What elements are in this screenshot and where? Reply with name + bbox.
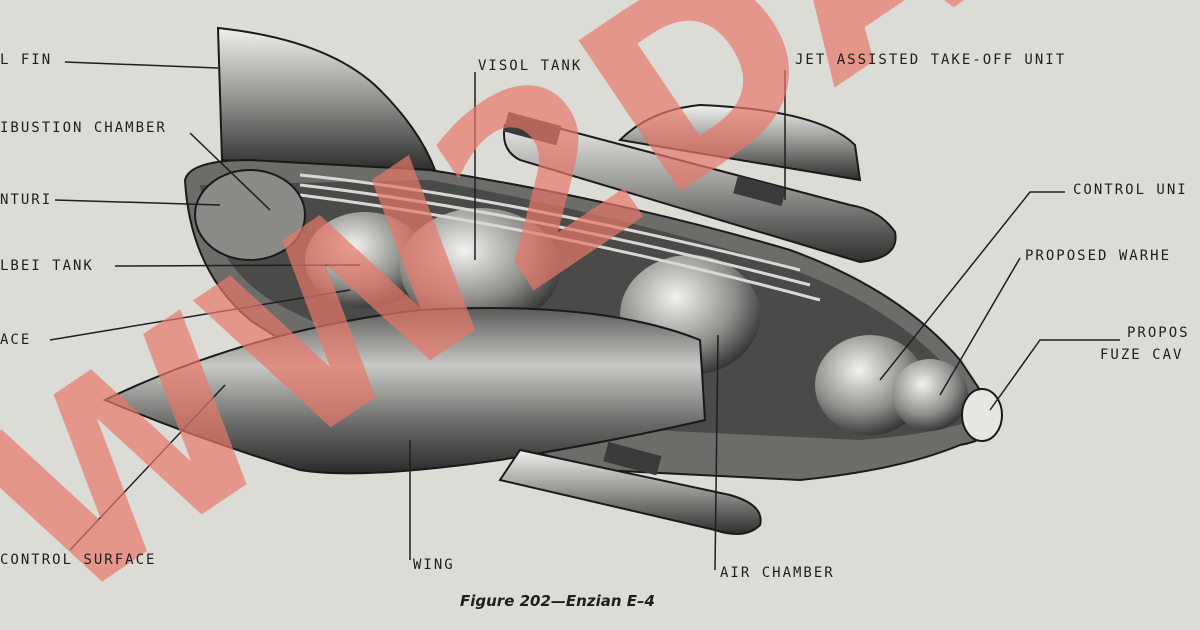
label-venturi: NTURI	[0, 192, 53, 208]
jato-bracket	[503, 111, 562, 146]
label-jato: JET ASSISTED TAKE-OFF UNIT	[795, 52, 1067, 68]
jato-bracket-2	[733, 175, 787, 207]
combustion-chamber	[194, 169, 306, 261]
label-visol-tank: VISOL TANK	[478, 58, 583, 74]
label-proposed: PROPOS	[1127, 325, 1190, 341]
visol-tank	[400, 208, 560, 328]
label-combustion-chamber: IBUSTION CHAMBER	[0, 120, 167, 136]
label-fin: L FIN	[0, 52, 53, 68]
label-salbei-tank: LBEI TANK	[0, 258, 94, 274]
warhead	[892, 359, 968, 431]
vertical-fin	[216, 26, 437, 172]
jato-booster-top	[503, 116, 897, 264]
fuze-cavity	[961, 388, 1003, 442]
rear-fin-top	[617, 103, 862, 182]
label-fuze-cavity: FUZE CAV	[1100, 347, 1184, 363]
label-control-unit: CONTROL UNI	[1073, 182, 1188, 198]
plumbing	[299, 173, 821, 302]
jato-booster-bottom	[498, 448, 762, 535]
label-proposed-warhead: PROPOSED WARHE	[1025, 248, 1172, 264]
wing	[102, 307, 707, 475]
figure-caption: Figure 202—Enzian E–4	[460, 592, 655, 610]
label-control-surface: CONTROL SURFACE	[0, 552, 157, 568]
label-air-chamber: AIR CHAMBER	[720, 565, 835, 581]
lower-bracket	[603, 441, 662, 476]
label-wing: WING	[413, 557, 455, 573]
label-surface: ACE	[0, 332, 32, 348]
salbei-tank	[305, 212, 425, 308]
leader-lines	[49, 61, 1120, 571]
